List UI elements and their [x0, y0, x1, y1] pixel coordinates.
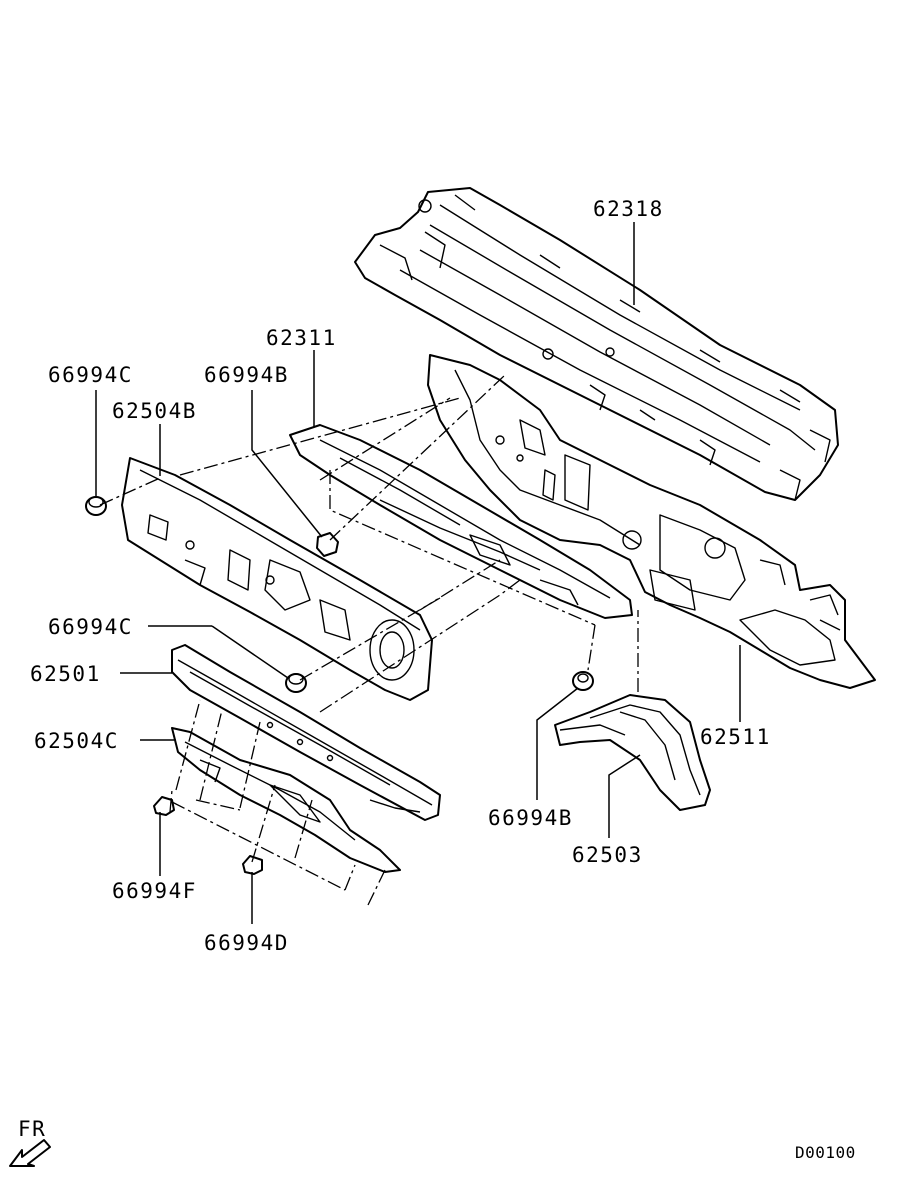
clip-66994C-mid[interactable] — [285, 673, 307, 693]
clip-66994D[interactable] — [242, 855, 263, 875]
assembly-lines — [99, 374, 639, 906]
label-62501: 62501 — [30, 662, 101, 686]
label-66994C-top: 66994C — [48, 363, 133, 387]
label-62318: 62318 — [593, 197, 664, 221]
drawing-code: D00100 — [795, 1143, 856, 1162]
label-66994B-top: 66994B — [204, 363, 289, 387]
clip-66994B-top[interactable] — [316, 532, 339, 557]
label-66994C-mid: 66994C — [48, 615, 133, 639]
clip-66994C-top[interactable] — [85, 496, 107, 516]
label-62311: 62311 — [266, 326, 337, 350]
label-62503: 62503 — [572, 843, 643, 867]
label-66994B-bottom: 66994B — [488, 806, 573, 830]
clip-66994B-bottom[interactable] — [572, 671, 594, 691]
part-62501-cowl-reinforcement[interactable] — [171, 644, 441, 821]
label-62511: 62511 — [700, 725, 771, 749]
label-62504C: 62504C — [34, 729, 119, 753]
part-labels: 62318 62311 66994C 66994B 62504B 66994C … — [30, 197, 771, 955]
part-62504C-lower-insulator[interactable] — [171, 727, 401, 873]
part-62504B-dash-insulator[interactable] — [121, 457, 433, 701]
label-62504B: 62504B — [112, 399, 197, 423]
part-62311-insulator[interactable] — [289, 424, 633, 619]
front-direction-arrow-icon — [9, 1139, 51, 1167]
direction-label: FR — [18, 1117, 46, 1141]
part-62511-dash-panel[interactable] — [427, 354, 876, 689]
front-direction-indicator: FR — [9, 1117, 51, 1167]
label-66994D: 66994D — [204, 931, 289, 955]
part-62503-side-bracket[interactable] — [554, 694, 711, 811]
label-66994F: 66994F — [112, 879, 197, 903]
leader-lines — [95, 222, 741, 924]
clip-66994F[interactable] — [153, 796, 175, 816]
part-62318-cowl-top-panel[interactable] — [354, 187, 839, 501]
